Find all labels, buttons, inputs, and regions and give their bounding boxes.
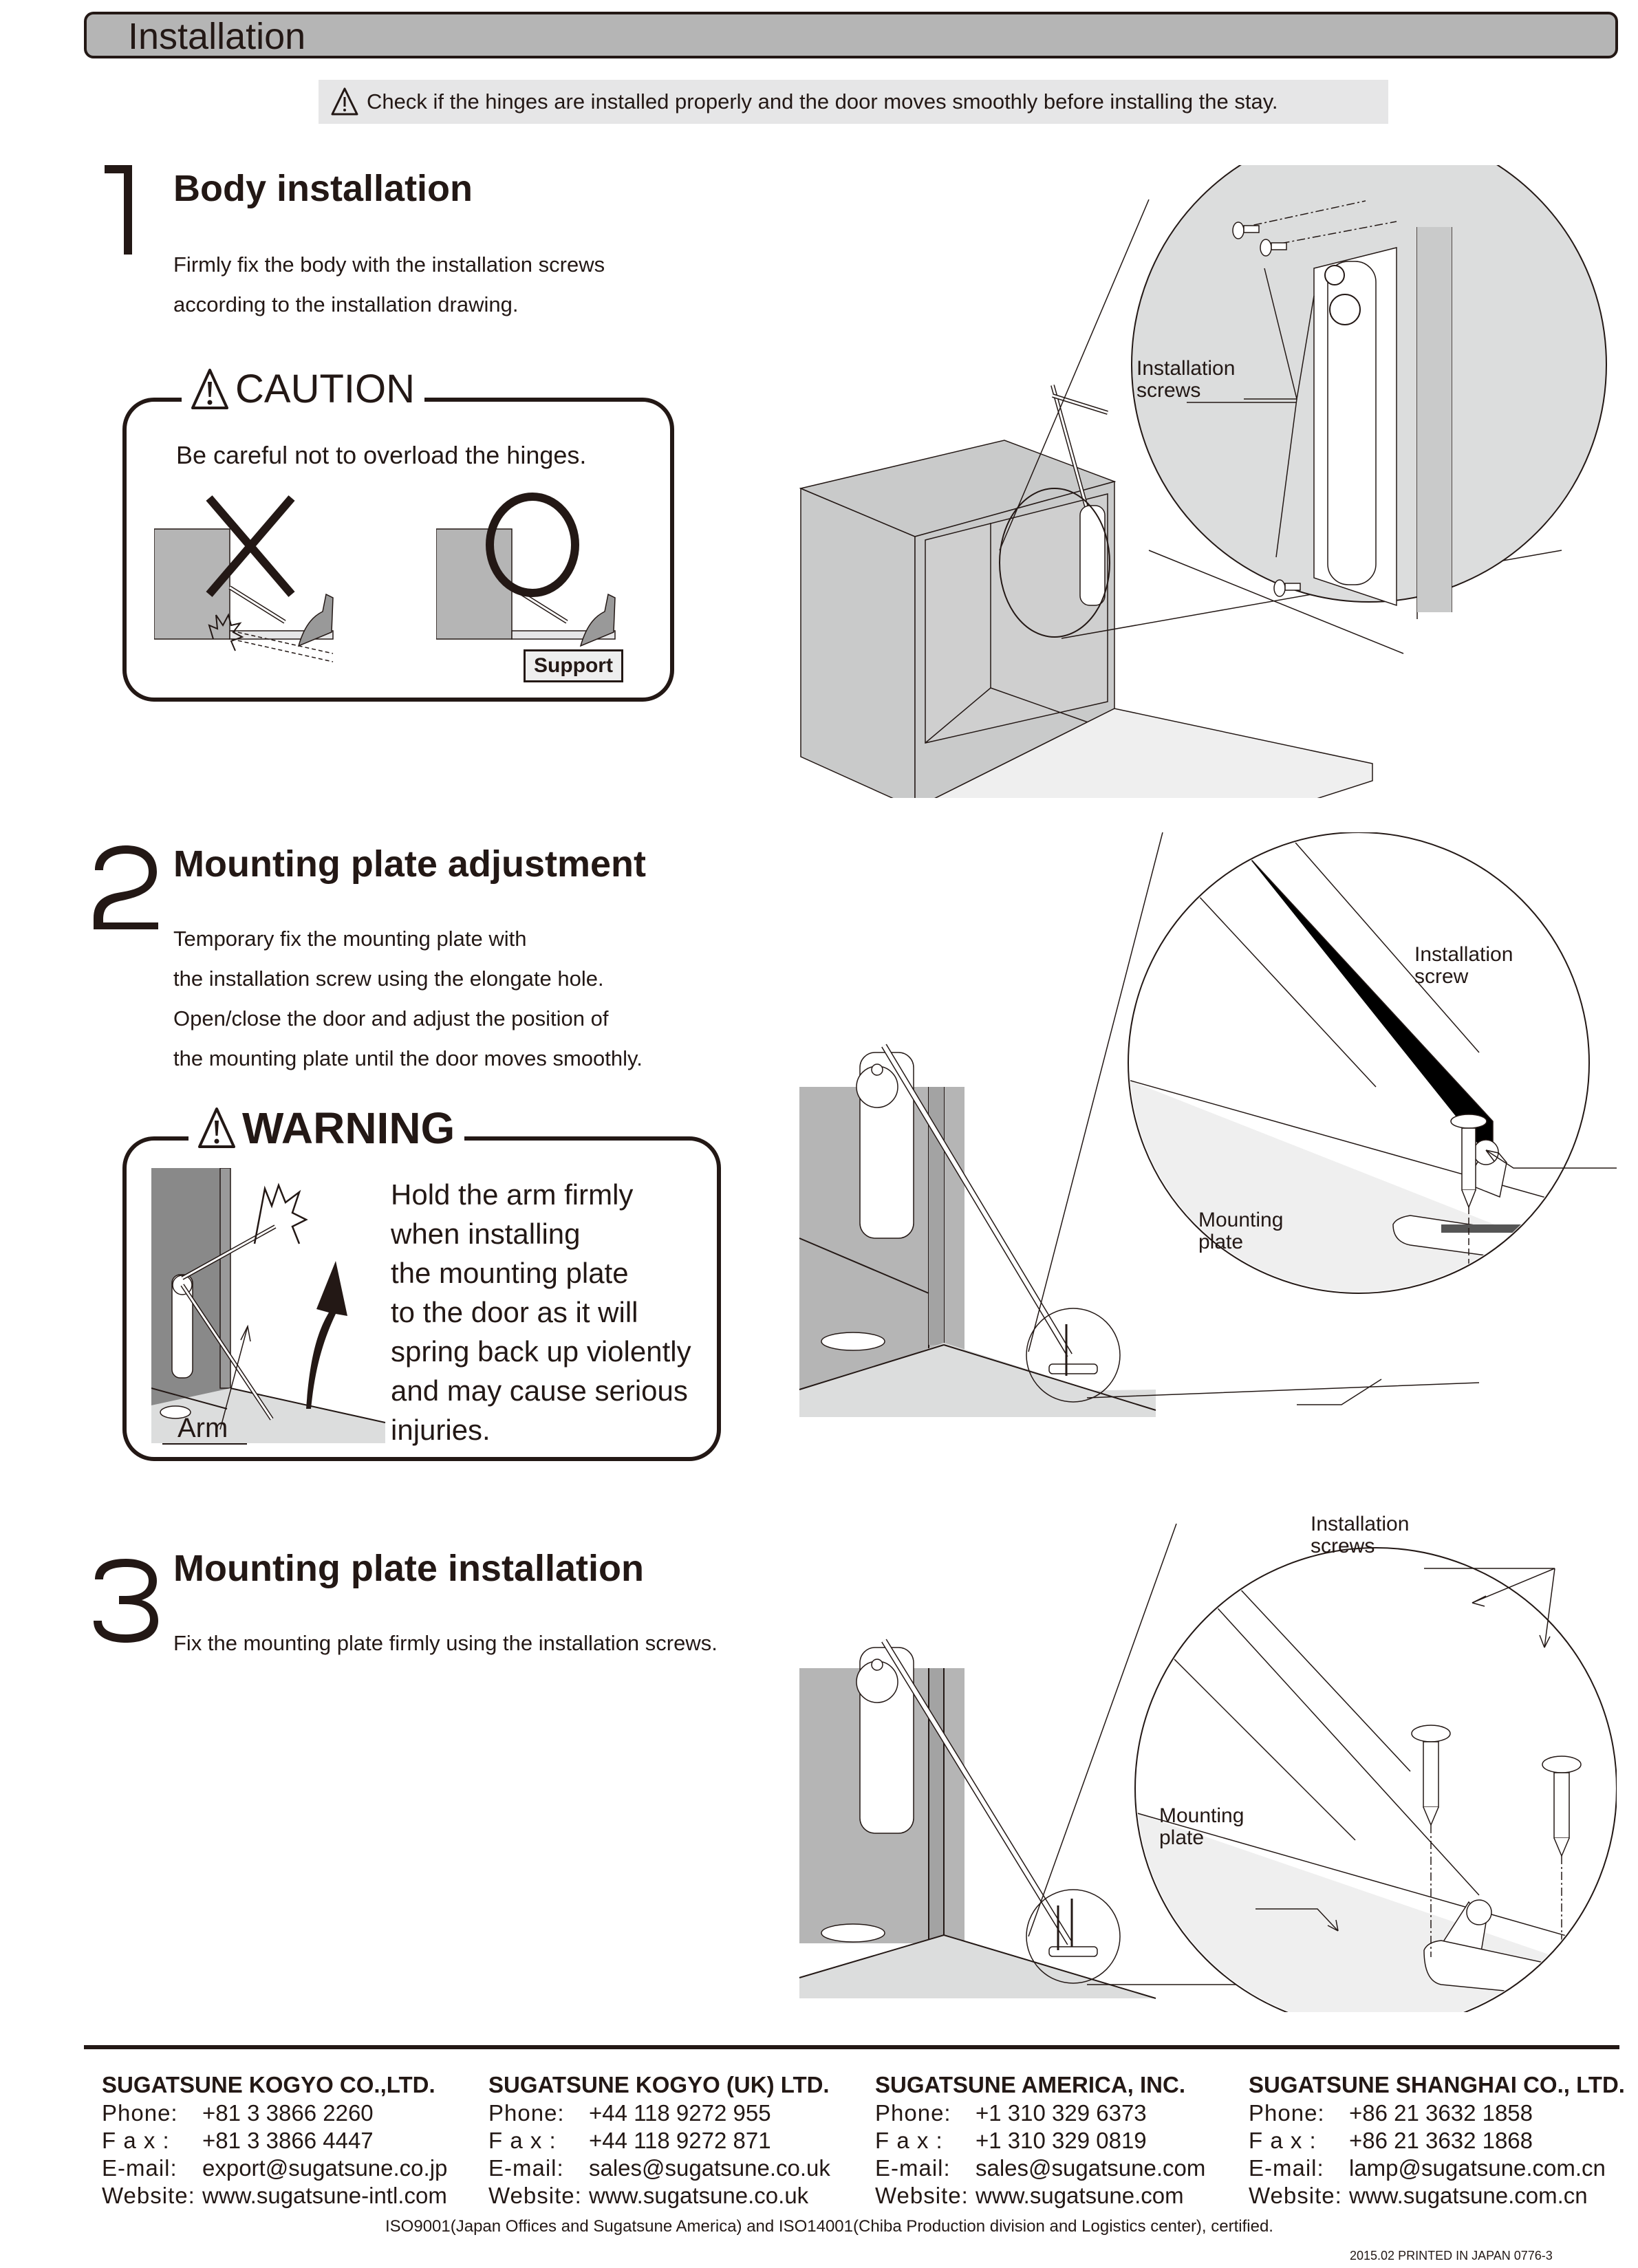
warning-label: WARNING — [242, 1103, 455, 1153]
mounting-plate-installation-diagram — [799, 1523, 1617, 2012]
company-website[interactable]: Website:www.sugatsune.com.cn — [1249, 2183, 1588, 2208]
footer-divider — [84, 2045, 1619, 2049]
installation-screws-label-3: Installation screws — [1311, 1513, 1410, 1557]
caution-heading: CAUTION — [182, 362, 424, 417]
company-phone: Phone:+81 3 3866 2260 — [102, 2100, 374, 2126]
company-fax: F a x :+81 3 3866 4447 — [102, 2128, 374, 2153]
company-fax: F a x :+1 310 329 0819 — [875, 2128, 1147, 2153]
installation-screws-label-1: Installation screws — [1136, 357, 1236, 402]
screw-icon — [1273, 579, 1301, 597]
warning-text: Hold the arm firmly when installing the … — [391, 1178, 691, 1446]
step-1-body-line: according to the installation drawing. — [173, 292, 519, 316]
numeral-one-icon — [105, 165, 132, 255]
correct-usage-illustration — [436, 493, 616, 647]
step-2-title: Mounting plate adjustment — [173, 843, 646, 885]
step-2-body-line: the mounting plate until the door moves … — [173, 1046, 643, 1070]
print-info: 2015.02 PRINTED IN JAPAN 0776-3 — [1350, 2249, 1553, 2262]
warning-box: WARNING Arm Hold the arm firmly when ins… — [122, 1099, 721, 1461]
notice-text: Check if the hinges are installed proper… — [367, 89, 1278, 114]
numeral-two-icon — [94, 845, 158, 929]
step-number-1 — [96, 158, 144, 261]
mounting-plate-label-2: Mounting plate — [1198, 1209, 1284, 1253]
company-phone: Phone:+1 310 329 6373 — [875, 2100, 1147, 2126]
screw-icon — [1542, 1756, 1582, 1857]
wrong-mark-icon — [206, 495, 295, 597]
step-1-title: Body installation — [173, 168, 473, 209]
company-website[interactable]: Website:www.sugatsune.com — [875, 2183, 1184, 2208]
step-2-body-line: Open/close the door and adjust the posit… — [173, 1006, 609, 1030]
company-fax: F a x :+86 21 3632 1868 — [1249, 2128, 1533, 2153]
company-shanghai: SUGATSUNE SHANGHAI CO., LTD. Phone:+86 2… — [1249, 2071, 1634, 2210]
screw-icon — [1232, 222, 1260, 239]
caution-label: CAUTION — [235, 367, 415, 411]
company-phone: Phone:+86 21 3632 1858 — [1249, 2100, 1533, 2126]
notice-banner: Check if the hinges are installed proper… — [319, 80, 1388, 124]
mounting-plate-label-3: Mounting plate — [1159, 1804, 1244, 1849]
step-3-body-line: Fix the mounting plate firmly using the … — [173, 1631, 718, 1655]
screw-icon — [1450, 1114, 1487, 1209]
caution-box: CAUTION Be careful not to overload the h… — [122, 362, 674, 702]
support-label: Support — [524, 649, 623, 682]
step-number-2 — [88, 843, 164, 932]
company-phone: Phone:+44 118 9272 955 — [488, 2100, 771, 2126]
caution-text: Be careful not to overload the hinges. — [176, 441, 587, 469]
wrong-usage-illustration — [154, 495, 334, 662]
company-email[interactable]: E-mail:sales@sugatsune.com — [875, 2155, 1206, 2181]
company-website[interactable]: Website:www.sugatsune.co.uk — [488, 2183, 809, 2208]
company-uk: SUGATSUNE KOGYO (UK) LTD. Phone:+44 118 … — [488, 2071, 874, 2210]
up-arrow-icon — [306, 1261, 347, 1409]
installation-screw-label-2: Installation screw — [1414, 943, 1513, 988]
step-3-title: Mounting plate installation — [173, 1548, 644, 1589]
iso-certification: ISO9001(Japan Offices and Sugatsune Amer… — [385, 2217, 1273, 2236]
step-2-body-line: the installation screw using the elongat… — [173, 966, 604, 991]
step-1-body: Firmly fix the body with the installatio… — [173, 245, 605, 325]
step-2-body: Temporary fix the mounting plate with th… — [173, 919, 643, 1079]
page-title: Installation — [128, 16, 306, 57]
company-email[interactable]: E-mail:export@sugatsune.co.jp — [102, 2155, 448, 2181]
mounting-plate-adjustment-diagram — [799, 832, 1617, 1417]
company-fax: F a x :+44 118 9272 871 — [488, 2128, 771, 2153]
company-name: SUGATSUNE KOGYO (UK) LTD. — [488, 2072, 830, 2097]
screw-icon — [1260, 239, 1287, 257]
step-1-body-line: Firmly fix the body with the installatio… — [173, 252, 605, 277]
company-name: SUGATSUNE AMERICA, INC. — [875, 2072, 1186, 2097]
step-3-body: Fix the mounting plate firmly using the … — [173, 1623, 718, 1663]
warning-triangle-icon — [331, 87, 358, 116]
company-website[interactable]: Website:www.sugatsune-intl.com — [102, 2183, 447, 2208]
caution-triangle-icon — [191, 369, 228, 409]
company-japan: SUGATSUNE KOGYO CO.,LTD. Phone:+81 3 386… — [102, 2071, 487, 2210]
right-mark-icon — [486, 493, 579, 597]
numeral-three-icon — [94, 1559, 158, 1643]
warning-triangle-icon — [198, 1108, 235, 1148]
company-email[interactable]: E-mail:sales@sugatsune.co.uk — [488, 2155, 830, 2181]
company-name: SUGATSUNE KOGYO CO.,LTD. — [102, 2072, 435, 2097]
arm-label: Arm — [162, 1413, 248, 1445]
company-america: SUGATSUNE AMERICA, INC. Phone:+1 310 329… — [875, 2071, 1260, 2210]
company-name: SUGATSUNE SHANGHAI CO., LTD. — [1249, 2072, 1625, 2097]
section-header: Installation — [84, 12, 1618, 58]
step-number-3 — [88, 1556, 164, 1645]
warning-illustration — [151, 1168, 386, 1443]
company-email[interactable]: E-mail:lamp@sugatsune.com.cn — [1249, 2155, 1606, 2181]
warning-heading: WARNING — [188, 1099, 465, 1157]
step-2-body-line: Temporary fix the mounting plate with — [173, 927, 527, 951]
body-installation-diagram — [799, 165, 1607, 798]
